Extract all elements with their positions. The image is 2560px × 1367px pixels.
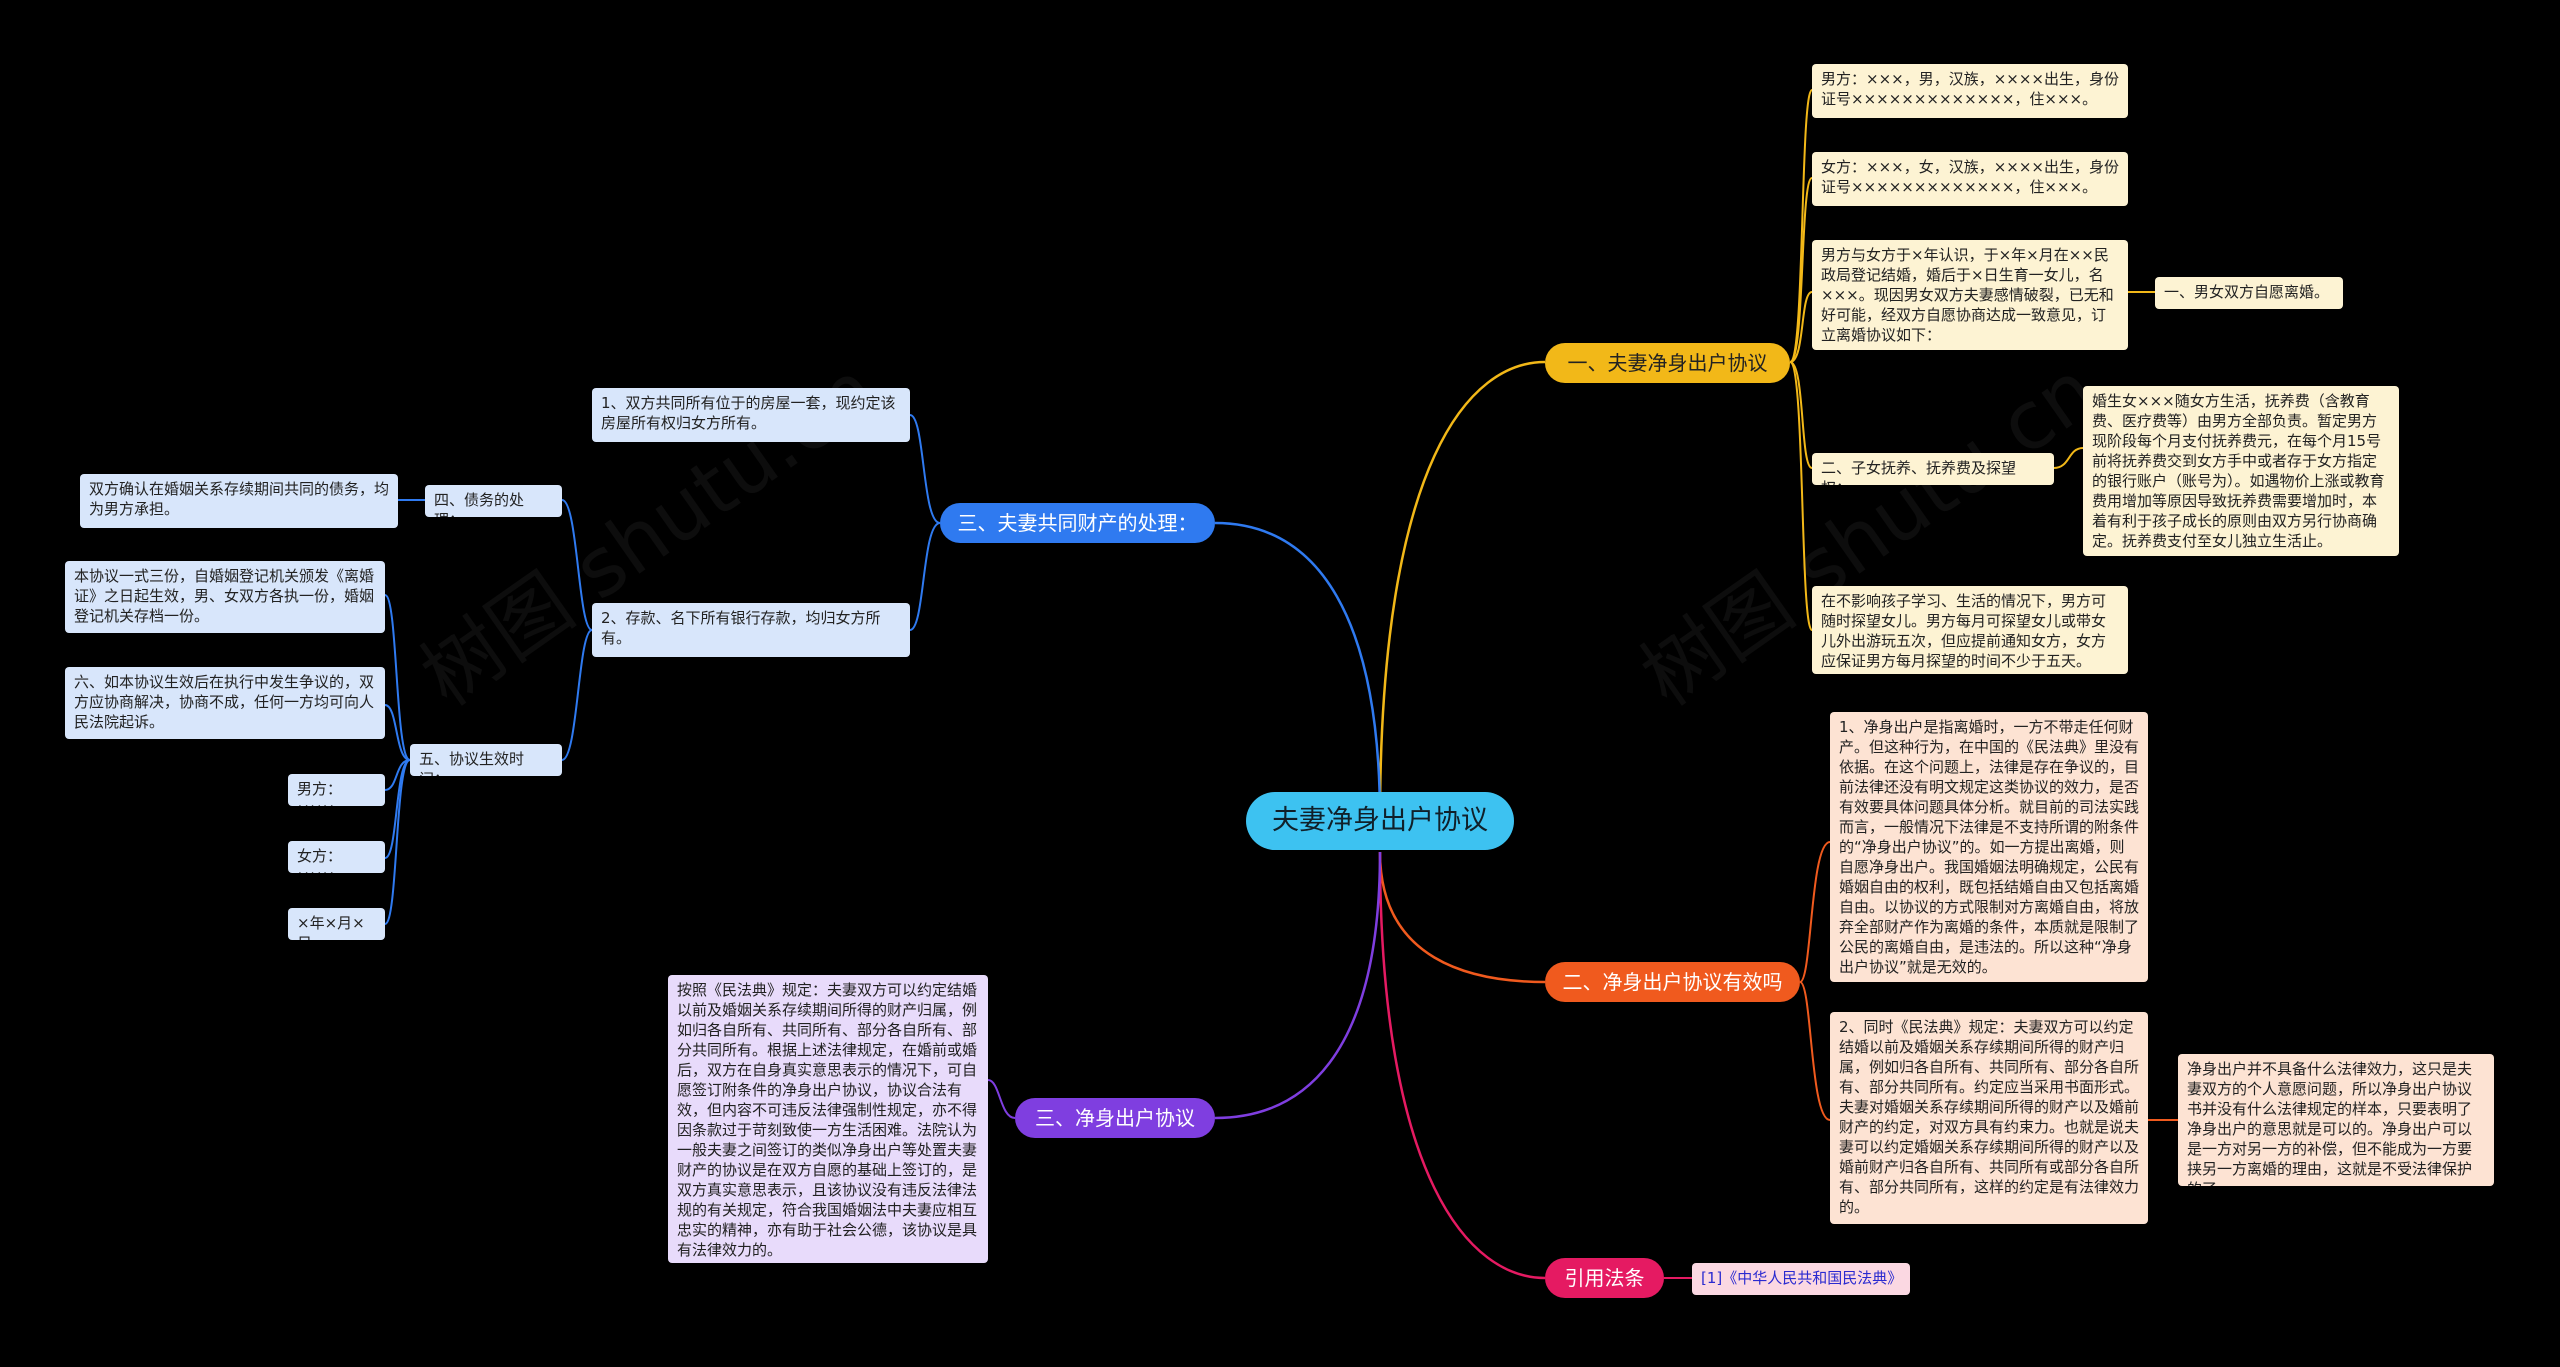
b2-p1[interactable]: 1、净身出户是指离婚时，一方不带走任何财产。但这种行为，在中国的《民法典》里没有… xyxy=(1830,712,2148,982)
link-root-b2 xyxy=(1378,851,1546,984)
b3-dispute[interactable]: 六、如本协议生效后在执行中发生争议的，双方应协商解决，协商不成，任何一方均可向人… xyxy=(65,667,385,739)
branch-b5[interactable]: 引用法条 xyxy=(1545,1258,1664,1298)
b3-sign-woman[interactable]: 女方：××× xyxy=(288,841,385,873)
b1-visit[interactable]: 在不影响孩子学习、生活的情况下，男方可随时探望女儿。男方每月可探望女儿或带女儿外… xyxy=(1812,586,2128,674)
b2-p2[interactable]: 2、同时《民法典》规定：夫妻双方可以约定结婚以前及婚姻关系存续期间所得的财产归属… xyxy=(1830,1012,2148,1224)
b3-house[interactable]: 1、双方共同所有位于的房屋一套，现约定该房屋所有权归女方所有。 xyxy=(592,388,910,442)
link-root-b5 xyxy=(1378,851,1546,1280)
b3-debt[interactable]: 四、债务的处理： xyxy=(425,485,562,517)
b3-effect[interactable]: 五、协议生效时间： xyxy=(410,744,562,776)
b1-man[interactable]: 男方：×××，男，汉族，××××出生，身份证号×××××××××××××，住××… xyxy=(1812,64,2128,118)
branch-b2[interactable]: 二、净身出户协议有效吗 xyxy=(1545,962,1800,1002)
b3-copies[interactable]: 本协议一式三份，自婚姻登记机关颁发《离婚证》之日起生效，男、女双方各执一份，婚姻… xyxy=(65,561,385,633)
b3-sign-man[interactable]: 男方：××× xyxy=(288,774,385,806)
b1-item2[interactable]: 二、子女抚养、抚养费及探望权： xyxy=(1812,453,2054,485)
branch-b1[interactable]: 一、夫妻净身出户协议 xyxy=(1545,343,1790,383)
b3-debt-detail[interactable]: 双方确认在婚姻关系存续期间共同的债务，均为男方承担。 xyxy=(80,474,398,528)
b1-item2-detail[interactable]: 婚生女×××随女方生活，抚养费（含教育费、医疗费等）由男方全部负责。暂定男方现阶… xyxy=(2083,386,2399,556)
b1-woman[interactable]: 女方：×××，女，汉族，××××出生，身份证号×××××××××××××，住××… xyxy=(1812,152,2128,206)
branch-b4[interactable]: 三、净身出户协议 xyxy=(1015,1098,1215,1138)
b4-detail[interactable]: 按照《民法典》规定：夫妻双方可以约定结婚以前及婚姻关系存续期间所得的财产归属，例… xyxy=(668,975,988,1263)
b2-p2-detail[interactable]: 净身出户并不具备什么法律效力，这只是夫妻双方的个人意愿问题，所以净身出户协议书并… xyxy=(2178,1054,2494,1186)
root-topic[interactable]: 夫妻净身出户协议 xyxy=(1246,792,1514,850)
b5-ref[interactable]: [1]《中华人民共和国民法典》 xyxy=(1692,1263,1910,1295)
b3-deposit[interactable]: 2、存款、名下所有银行存款，均归女方所有。 xyxy=(592,603,910,657)
b1-item1[interactable]: 一、男女双方自愿离婚。 xyxy=(2155,277,2343,309)
b3-sign-date[interactable]: ×年×月×日 xyxy=(288,908,385,940)
link-root-b3 xyxy=(1214,521,1382,821)
b1-intro[interactable]: 男方与女方于×年认识，于×年×月在××民政局登记结婚，婚后于×日生育一女儿，名×… xyxy=(1812,240,2128,350)
link-root-b4 xyxy=(1214,851,1382,1120)
link-root-b1 xyxy=(1378,360,1546,821)
branch-b3[interactable]: 三、夫妻共同财产的处理： xyxy=(940,503,1215,543)
